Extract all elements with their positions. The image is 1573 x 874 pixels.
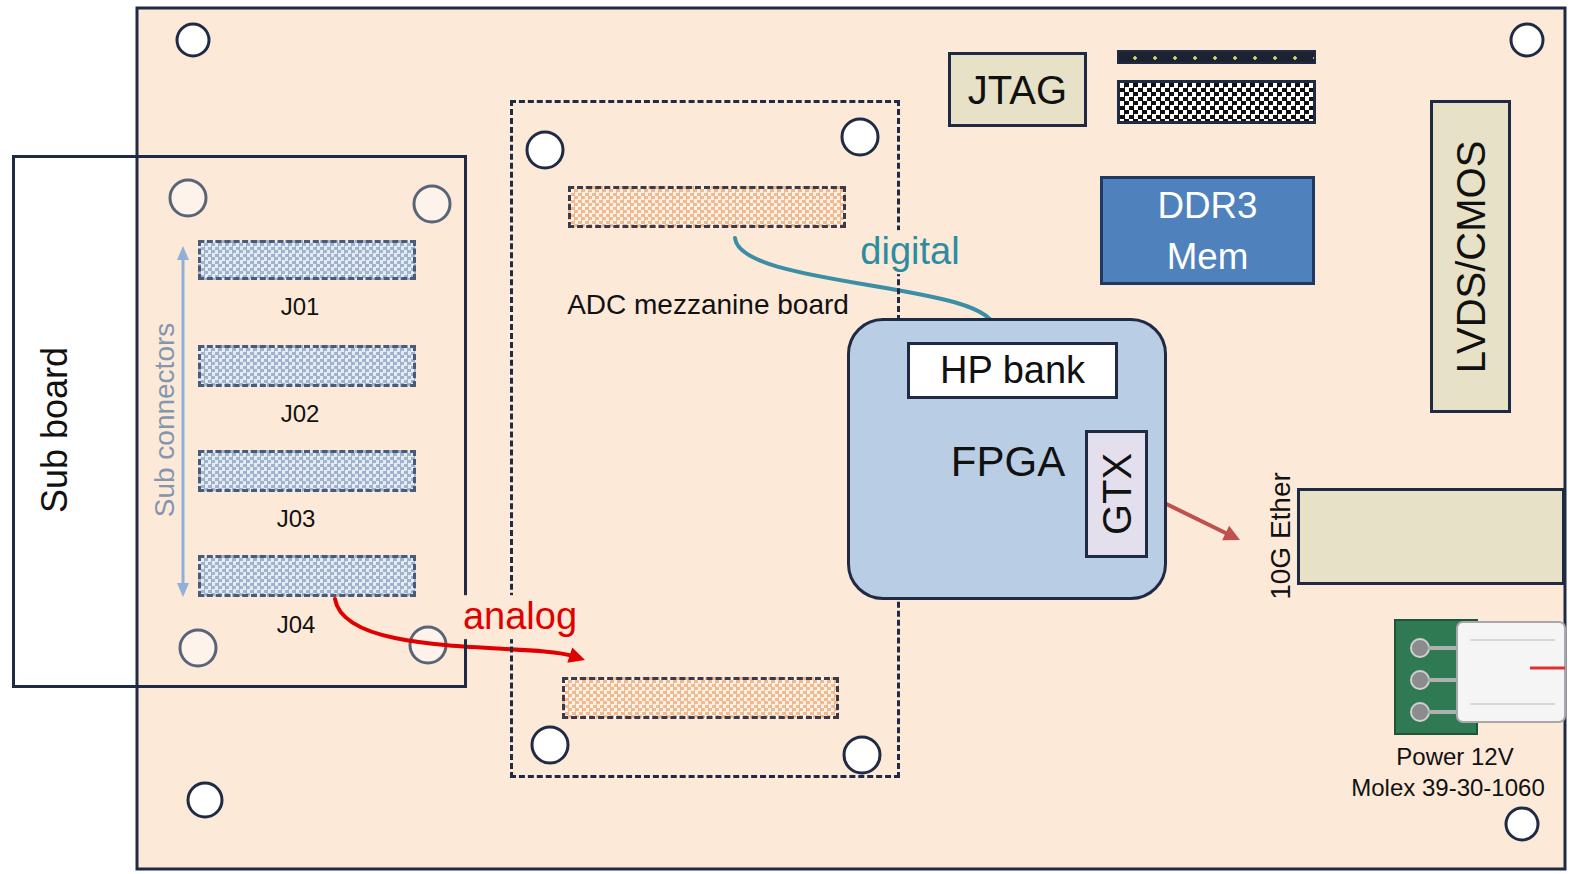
power-connector: Power 12V Molex 39-30-1060 bbox=[1330, 615, 1570, 805]
jtag-header: JTAG bbox=[948, 52, 1087, 127]
mounting-holes bbox=[177, 24, 1543, 840]
node-text: 10G Ether bbox=[1265, 472, 1297, 600]
transceiver: GTX bbox=[1085, 430, 1148, 558]
node-text: DDR3 Mem bbox=[1133, 179, 1283, 282]
edge-label: analog bbox=[459, 595, 581, 639]
sub-board-holes bbox=[170, 180, 450, 666]
power-connector-picture bbox=[1395, 620, 1565, 734]
node-text: J01 bbox=[281, 293, 320, 321]
node-text: J04 bbox=[277, 611, 316, 639]
sub-connector: J01 bbox=[198, 240, 416, 280]
node-text: FPGA bbox=[951, 438, 1065, 486]
io-connector: LVDS/CMOS bbox=[1430, 100, 1511, 413]
node-text: Molex 39-30-1060 bbox=[1351, 774, 1544, 802]
node-text: Power 12V bbox=[1396, 743, 1513, 771]
node-text: Sub board bbox=[34, 347, 75, 513]
sub-connector: J04 bbox=[198, 555, 416, 597]
main-board bbox=[137, 8, 1565, 869]
memory-box: DDR3 Mem bbox=[1100, 176, 1315, 285]
node-text: J02 bbox=[281, 400, 320, 428]
mezzanine-connector bbox=[562, 677, 839, 719]
header-connector bbox=[1117, 80, 1316, 124]
arrow-head bbox=[567, 647, 585, 662]
node-text: JTAG bbox=[968, 67, 1067, 113]
mezzanine-board: ADC mezzanine board bbox=[510, 100, 900, 778]
ethernet-port: 10G Ether bbox=[1297, 488, 1565, 585]
sub-connector: J02 bbox=[198, 345, 416, 387]
arrow-head bbox=[1222, 526, 1240, 540]
node-text: J03 bbox=[277, 505, 316, 533]
edge-label: digital bbox=[856, 230, 963, 274]
node-text: HP bank bbox=[940, 349, 1085, 393]
node-text: ADC mezzanine board bbox=[567, 289, 849, 321]
io-bank: HP bank bbox=[907, 342, 1118, 399]
fpga-chip: FPGA HP bankGTX bbox=[847, 318, 1167, 600]
mezzanine-connector bbox=[568, 186, 846, 228]
sub-connector: J03 bbox=[198, 450, 416, 492]
axis-label: Sub connectors bbox=[149, 323, 181, 518]
sub-board: Sub board J01J02J03J04 bbox=[12, 155, 467, 688]
node-text: LVDS/CMOS bbox=[1448, 140, 1494, 373]
header-strip bbox=[1117, 50, 1316, 64]
node-text: GTX bbox=[1094, 453, 1140, 535]
